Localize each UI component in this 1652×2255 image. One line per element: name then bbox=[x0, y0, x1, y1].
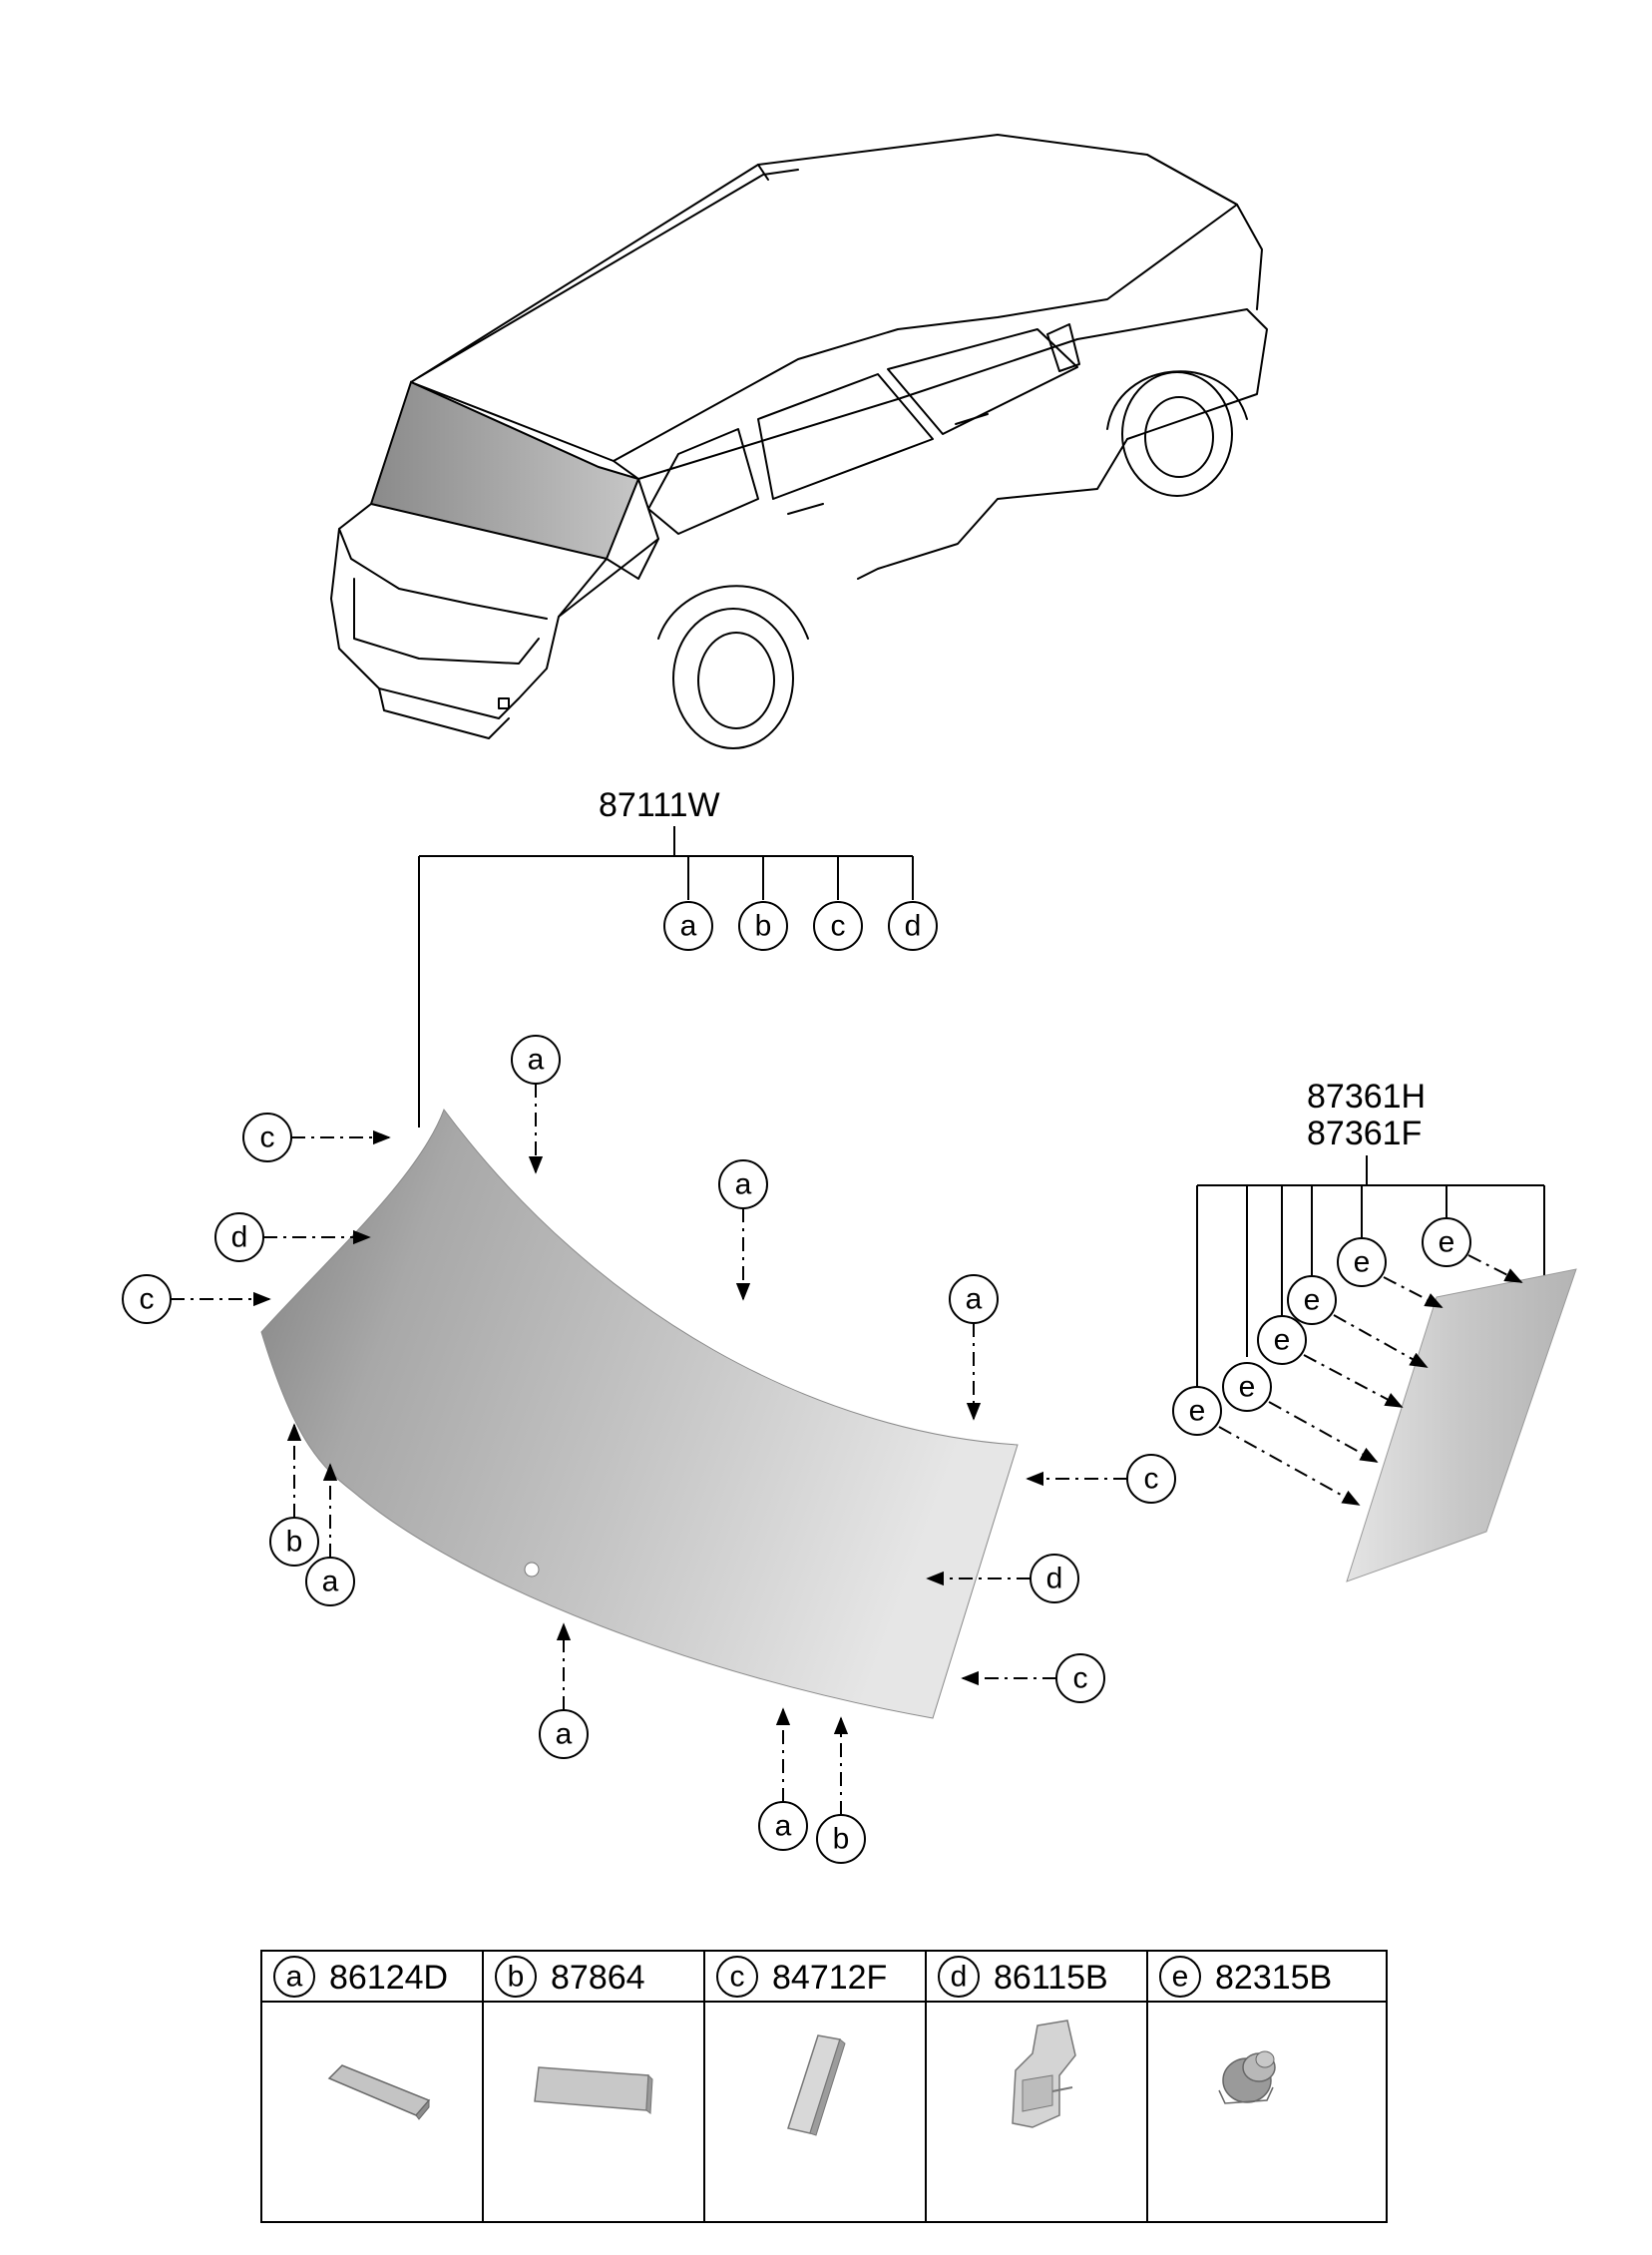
side-moulding-piece bbox=[1346, 1268, 1577, 1582]
svg-text:c: c bbox=[260, 1122, 275, 1154]
legend-cell-b: b 87864 bbox=[495, 1956, 645, 1998]
callout-c-lower-right: c bbox=[961, 1653, 1105, 1703]
svg-text:a: a bbox=[735, 1168, 752, 1201]
svg-text:d: d bbox=[231, 1221, 248, 1254]
svg-text:c: c bbox=[831, 910, 846, 943]
part-image-86115B bbox=[1012, 2020, 1076, 2128]
part-image-86124D bbox=[327, 2064, 431, 2120]
back-glass-panel bbox=[260, 1108, 1019, 1719]
callout-c: c bbox=[813, 901, 863, 951]
callout-a-bottom-right: a bbox=[758, 1707, 808, 1851]
callout-d-left: d bbox=[214, 1212, 371, 1262]
svg-text:e: e bbox=[1239, 1371, 1256, 1404]
assembly-subcallouts: a b c d bbox=[663, 901, 938, 951]
vehicle-rear-glass bbox=[369, 380, 640, 561]
callout-b-bottom-right: b bbox=[816, 1716, 866, 1864]
svg-text:a: a bbox=[680, 910, 697, 943]
glass-callouts: a c d c a a b bbox=[122, 1035, 1176, 1864]
legend-part-c: 84712F bbox=[772, 1959, 887, 1997]
callout-e-6: e bbox=[1172, 1386, 1361, 1506]
assembly-part-number: 87111W bbox=[599, 786, 720, 824]
svg-text:a: a bbox=[322, 1566, 339, 1598]
moulding-part-number-1: 87361H bbox=[1307, 1078, 1426, 1116]
moulding-label-group: 87361H 87361F bbox=[1196, 1078, 1545, 1387]
svg-text:c: c bbox=[1073, 1662, 1088, 1695]
svg-text:e: e bbox=[1274, 1324, 1291, 1357]
glass-hole bbox=[524, 1562, 540, 1578]
legend-cell-a: a 86124D bbox=[273, 1956, 448, 1998]
svg-text:c: c bbox=[730, 1961, 745, 1994]
callout-e-4: e bbox=[1257, 1315, 1404, 1408]
svg-text:e: e bbox=[1172, 1961, 1189, 1994]
svg-text:c: c bbox=[1144, 1463, 1159, 1496]
parts-legend-table: a 86124D b 87864 c 84712F d 86115B e 823… bbox=[260, 1950, 1388, 2223]
callout-d: d bbox=[888, 901, 938, 951]
svg-text:d: d bbox=[905, 910, 922, 943]
callout-e-1: e bbox=[1422, 1217, 1523, 1283]
svg-text:a: a bbox=[286, 1961, 303, 1994]
callout-a: a bbox=[663, 901, 713, 951]
callout-e-2: e bbox=[1337, 1237, 1444, 1308]
svg-text:a: a bbox=[775, 1810, 792, 1843]
svg-text:d: d bbox=[951, 1961, 968, 1994]
callout-c-right: c bbox=[1026, 1454, 1176, 1504]
part-image-82315B bbox=[1218, 2050, 1276, 2104]
callout-a-bottom-left: a bbox=[305, 1463, 355, 1606]
svg-text:c: c bbox=[140, 1283, 155, 1316]
callout-a-right: a bbox=[949, 1274, 999, 1421]
callout-a-center: a bbox=[718, 1159, 768, 1301]
svg-text:b: b bbox=[755, 910, 772, 943]
callout-b-bottom-left: b bbox=[269, 1423, 319, 1567]
part-image-87864 bbox=[534, 2066, 653, 2114]
legend-part-d: 86115B bbox=[994, 1959, 1108, 1997]
svg-text:e: e bbox=[1189, 1395, 1206, 1428]
svg-text:a: a bbox=[966, 1283, 983, 1316]
svg-text:d: d bbox=[1046, 1563, 1063, 1595]
legend-cell-d: d 86115B bbox=[938, 1956, 1108, 1998]
callout-e-3: e bbox=[1287, 1275, 1429, 1368]
callout-b: b bbox=[738, 901, 788, 951]
vehicle-illustration bbox=[330, 134, 1268, 749]
moulding-callouts: e e e e e e bbox=[1172, 1217, 1523, 1506]
svg-text:e: e bbox=[1304, 1284, 1321, 1317]
legend-cell-c: c 84712F bbox=[716, 1956, 887, 1998]
part-image-84712F bbox=[787, 2034, 846, 2136]
legend-cell-e: e 82315B bbox=[1159, 1956, 1332, 1998]
svg-text:e: e bbox=[1354, 1246, 1371, 1279]
svg-text:b: b bbox=[508, 1961, 525, 1994]
svg-text:a: a bbox=[556, 1718, 573, 1751]
callout-c-top-left: c bbox=[242, 1113, 391, 1162]
legend-part-e: 82315B bbox=[1215, 1959, 1332, 1997]
callout-e-5: e bbox=[1222, 1362, 1379, 1463]
callout-a-bottom: a bbox=[539, 1622, 589, 1759]
callout-c-left: c bbox=[122, 1274, 271, 1324]
callout-a-top: a bbox=[511, 1035, 561, 1174]
svg-text:b: b bbox=[286, 1526, 303, 1559]
legend-part-a: 86124D bbox=[329, 1959, 448, 1997]
svg-text:b: b bbox=[833, 1823, 850, 1856]
svg-text:e: e bbox=[1439, 1226, 1455, 1259]
legend-part-b: 87864 bbox=[551, 1959, 645, 1997]
assembly-label-group: 87111W bbox=[418, 786, 914, 1128]
moulding-part-number-2: 87361F bbox=[1307, 1115, 1422, 1152]
callout-d-right: d bbox=[926, 1554, 1079, 1603]
svg-text:a: a bbox=[528, 1044, 545, 1077]
